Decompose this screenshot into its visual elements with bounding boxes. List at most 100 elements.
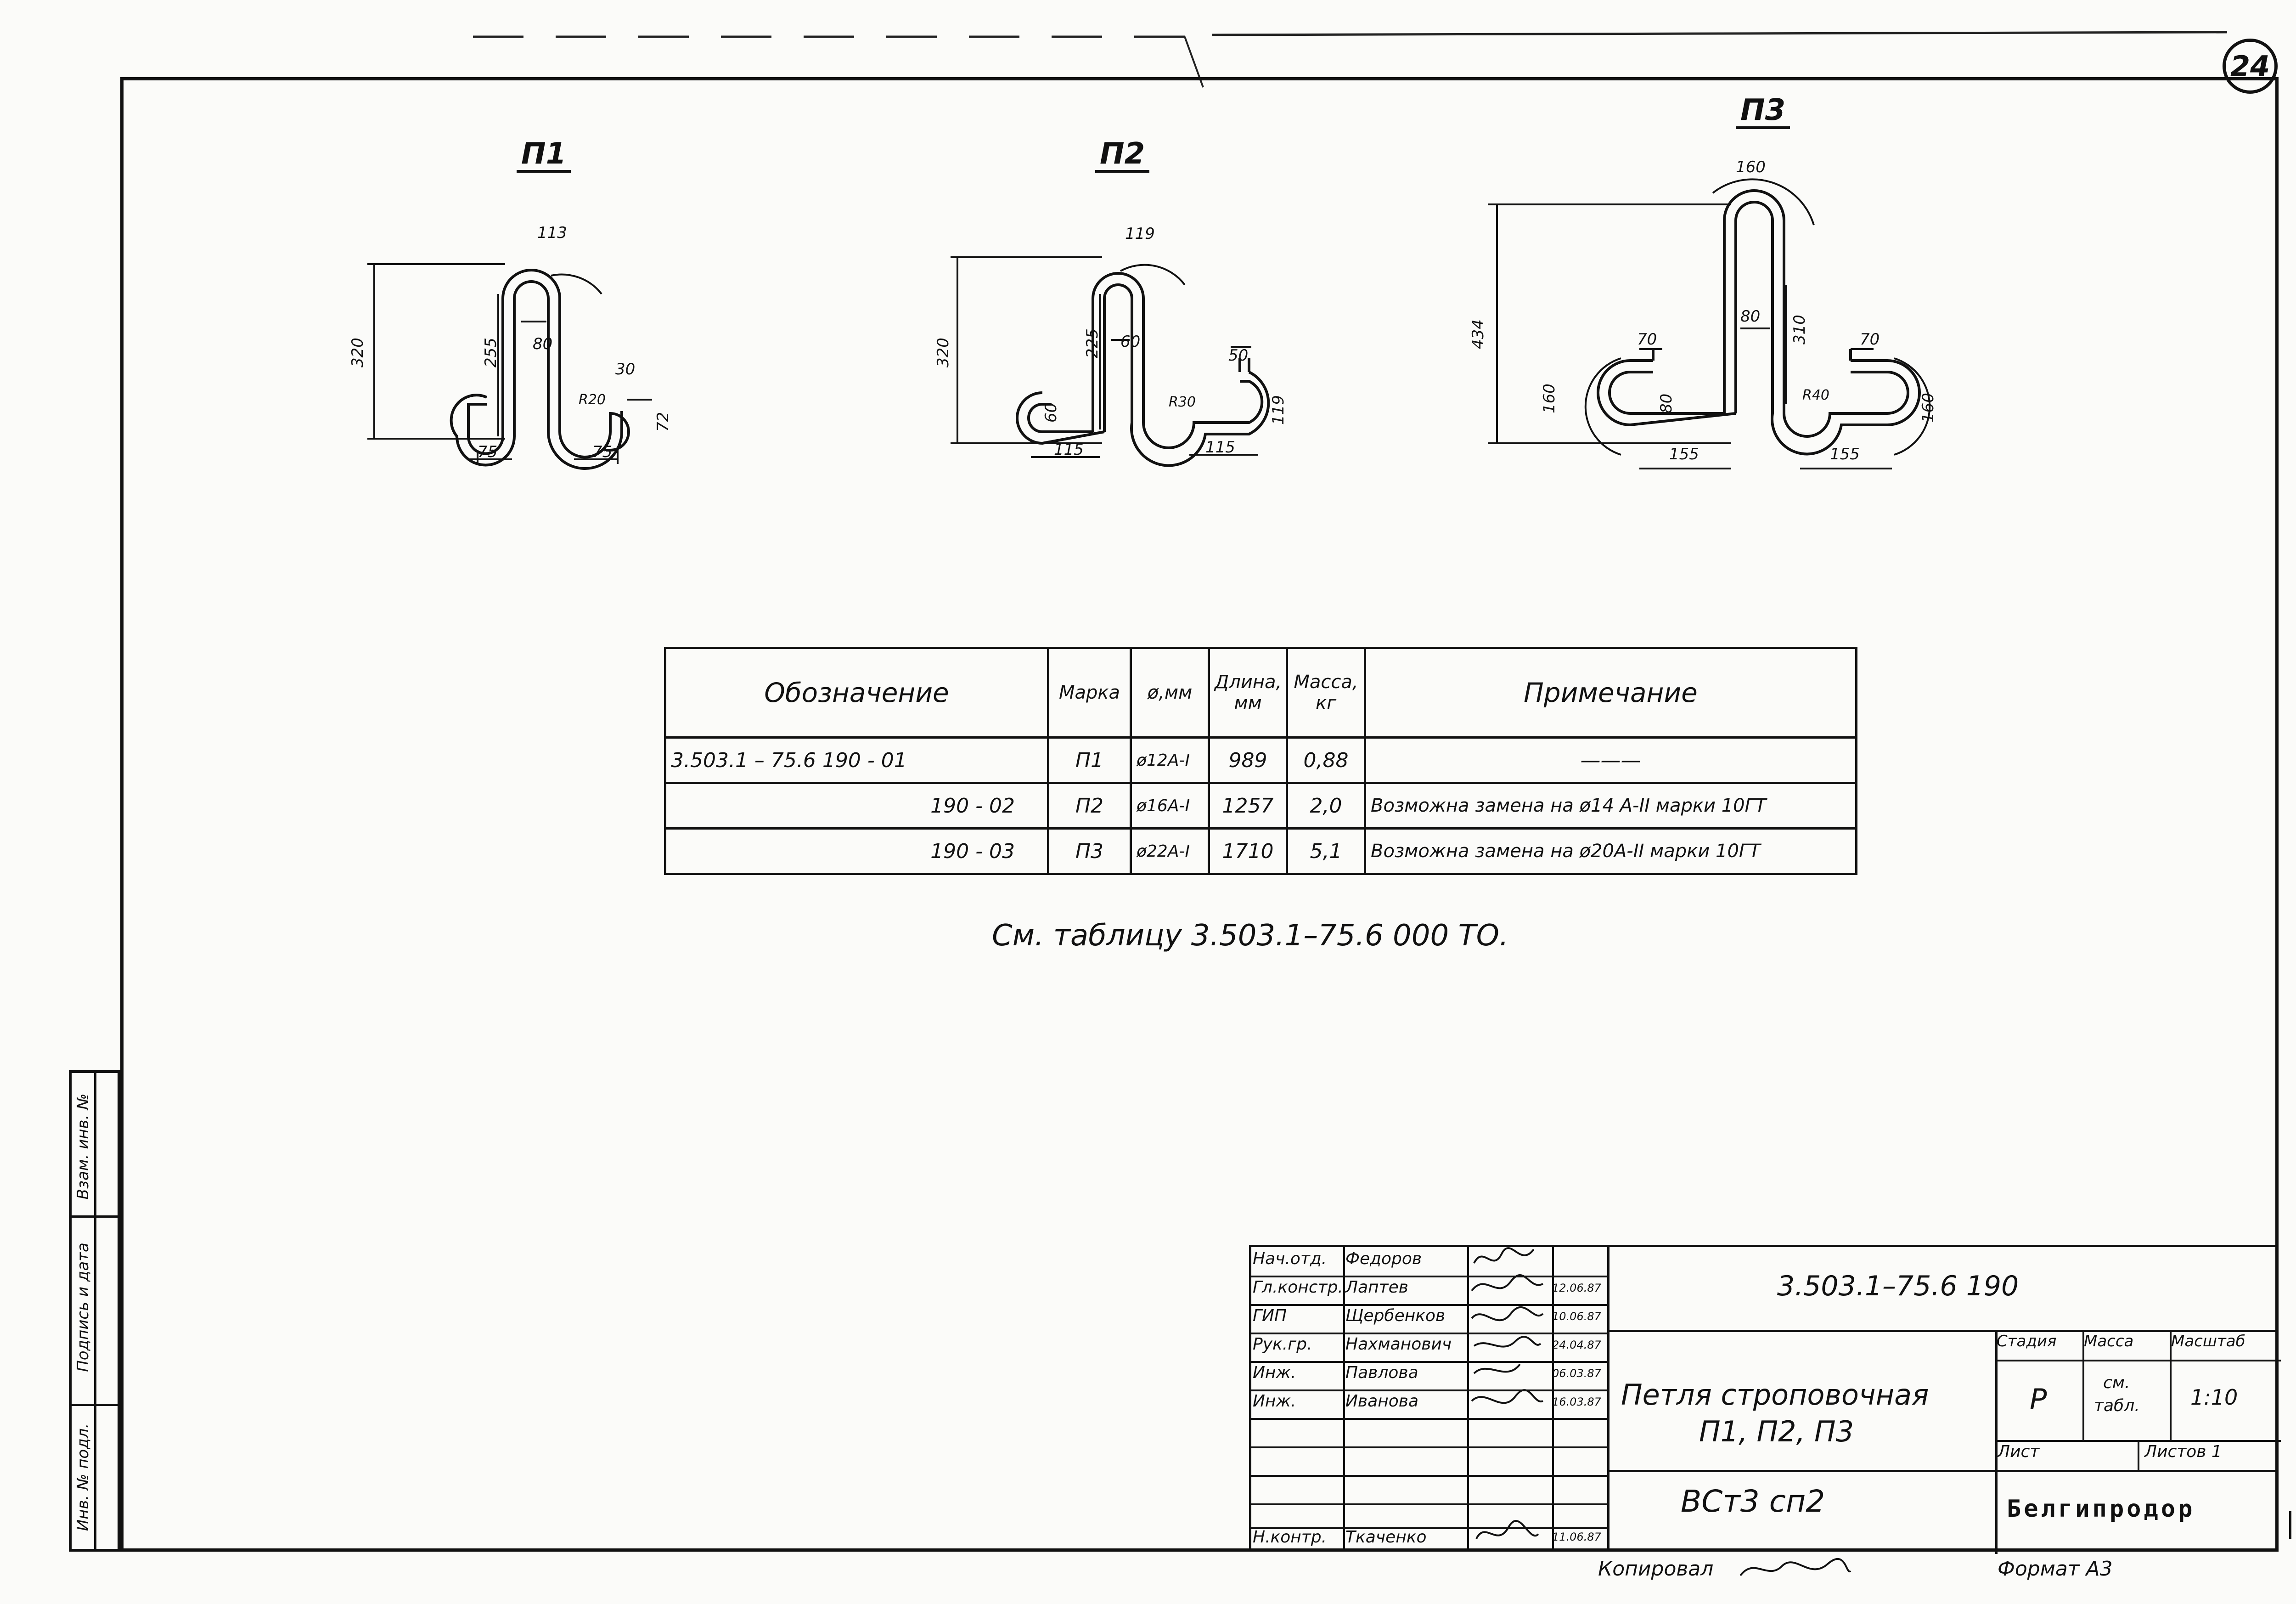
p3-dim-right-w: 155	[1830, 445, 1860, 463]
staff-grid	[1249, 1245, 1607, 1552]
staff-name-4: Павлова	[1345, 1363, 1418, 1382]
staff-role-4: Инж.	[1253, 1363, 1296, 1382]
p1-dim-hook: 30	[615, 360, 635, 378]
table-row: 3.503.1 – 75.6 190 - 01 П1 ø12А-I 989 0,…	[664, 736, 1857, 784]
stage-value: Р	[2030, 1383, 2047, 1416]
staff-role-9: Н.контр.	[1253, 1528, 1327, 1547]
side-stamp-label-2: Подпись и дата	[74, 1243, 92, 1372]
part-label-p1: П1	[517, 138, 571, 173]
cell-length: 989	[1208, 736, 1288, 784]
title-block-right	[1607, 1245, 2281, 1554]
signatures	[1471, 1247, 1544, 1539]
cell-designation: 190 - 03	[664, 827, 1049, 875]
cell-note: Возможна замена на ø14 А-II марки 10ГТ	[1364, 782, 1857, 830]
mass-label: Масса	[2084, 1332, 2134, 1350]
staff-role-5: Инж.	[1253, 1392, 1296, 1411]
scale-value: 1:10	[2190, 1385, 2238, 1410]
side-stamp-label-1: Инв. № подл.	[74, 1423, 92, 1531]
p1-dim-leg: 255	[482, 338, 500, 367]
staff-date-9: 11.06.87	[1552, 1531, 1601, 1543]
p3-loop	[1723, 189, 1909, 438]
staff-name-2: Щербенков	[1345, 1306, 1446, 1325]
staff-name-3: Нахманович	[1345, 1335, 1452, 1354]
cell-length: 1710	[1208, 827, 1288, 875]
cell-mark: П1	[1047, 736, 1132, 784]
col-header-designation: Обозначение	[664, 647, 1049, 739]
p2-dim-hook: 50	[1228, 346, 1248, 365]
p3-dim-small: 80	[1657, 394, 1676, 413]
scale-label: Масштаб	[2171, 1332, 2245, 1350]
material: ВСт3 сп2	[1681, 1484, 1825, 1519]
organization: Белгипродор	[2007, 1495, 2195, 1523]
staff-name-9: Ткаченко	[1345, 1528, 1427, 1547]
p3-dim-inner: 80	[1740, 307, 1760, 326]
col-header-mass: Масса, кг	[1286, 647, 1366, 739]
cell-diameter: ø12А-I	[1130, 736, 1210, 784]
col-header-mark: Марка	[1047, 647, 1132, 739]
drawing-frame	[120, 77, 2279, 1552]
staff-role-1: Гл.констр.	[1253, 1278, 1343, 1297]
mass-value-line2: табл.	[2094, 1396, 2140, 1415]
col-header-length: Длина, мм	[1208, 647, 1288, 739]
col-header-note: Примечание	[1364, 647, 1857, 739]
part-label-p2: П2	[1095, 138, 1150, 173]
side-stamp-label-3: Взам. инв. №	[74, 1093, 92, 1200]
p2-dim-inner: 60	[1120, 333, 1140, 351]
p3-dim-arc: 160	[1736, 158, 1766, 176]
format-label: Формат А3	[1998, 1557, 2113, 1581]
stage-label: Стадия	[1997, 1332, 2057, 1350]
cell-mass: 0,88	[1286, 736, 1366, 784]
reference-note: См. таблицу 3.503.1–75.6 000 ТО.	[992, 919, 1509, 953]
p1-dim-radius: R20	[579, 392, 606, 408]
p1-dim-left-w: 75	[478, 443, 497, 461]
right-tick	[2289, 1511, 2291, 1539]
cell-note: Возможна замена на ø20А-II марки 10ГТ	[1364, 827, 1857, 875]
schedule-table: Обозначение Марка ø,мм Длина, мм Масса, …	[664, 647, 1857, 875]
mass-value-line1: см.	[2103, 1373, 2130, 1392]
side-stamp: Взам. инв. № Подпись и дата Инв. № подл.	[69, 1070, 120, 1552]
p2-loop	[1092, 272, 1264, 449]
doc-code: 3.503.1–75.6 190	[1777, 1270, 2019, 1302]
staff-date-1: 12.06.87	[1552, 1282, 1601, 1294]
p2-dim-left-w: 115	[1054, 441, 1084, 459]
parts-drawing: 113 80 R20 30 75 75 320 255 72 119 60 R3…	[349, 158, 1937, 470]
copied-label: Копировал	[1598, 1557, 1714, 1581]
p2-dim-height: 320	[934, 338, 952, 367]
cell-designation: 190 - 02	[664, 782, 1049, 830]
staff-name-1: Лаптев	[1345, 1278, 1409, 1297]
p3-dim-right-hook: 70	[1860, 330, 1880, 349]
table-row: 190 - 02 П2 ø16А-I 1257 2,0 Возможна зам…	[664, 782, 1857, 830]
staff-role-2: ГИП	[1253, 1306, 1287, 1325]
p1-loop	[501, 269, 630, 458]
p1-dim-right-w: 75	[592, 443, 612, 461]
sheets-count: Листов 1	[2144, 1442, 2222, 1461]
cell-note: ———	[1364, 736, 1857, 784]
copier-signature	[1739, 1558, 1851, 1576]
p3-dim-left-arc: 160	[1540, 384, 1559, 413]
p2-dim-leg: 225	[1083, 328, 1102, 358]
staff-date-2: 10.06.87	[1552, 1310, 1601, 1323]
cell-diameter: ø22А-I	[1130, 827, 1210, 875]
p1-dim-inner: 80	[533, 335, 552, 353]
sheet-number: 24	[2223, 39, 2278, 94]
p3-dim-height: 434	[1469, 319, 1487, 349]
p2-dim-hook-arc: 119	[1269, 395, 1288, 425]
p2-dim-radius: R30	[1169, 394, 1196, 410]
part-label-p3: П3	[1736, 94, 1790, 130]
staff-name-0: Федоров	[1345, 1249, 1422, 1268]
p3-dim-right-arc: 160	[1919, 393, 1937, 423]
staff-role-3: Рук.гр.	[1253, 1335, 1312, 1354]
p1-dim-height: 320	[349, 338, 367, 367]
cell-designation: 3.503.1 – 75.6 190 - 01	[664, 736, 1049, 784]
table-row: 190 - 03 П3 ø22А-I 1710 5,1 Возможна зам…	[664, 827, 1857, 875]
p3-dim-left-w: 155	[1669, 445, 1699, 463]
staff-name-5: Иванова	[1345, 1392, 1419, 1411]
staff-role-0: Нач.отд.	[1253, 1249, 1327, 1268]
sheet-label: Лист	[1998, 1442, 2040, 1461]
staff-date-4: 06.03.87	[1552, 1367, 1601, 1380]
cell-mark: П3	[1047, 827, 1132, 875]
p2-dim-arc: 119	[1125, 225, 1155, 243]
p1-dim-hook-arc: 72	[654, 412, 672, 432]
p2-dim-small: 60	[1042, 403, 1060, 423]
staff-date-3: 24.04.87	[1552, 1339, 1601, 1351]
